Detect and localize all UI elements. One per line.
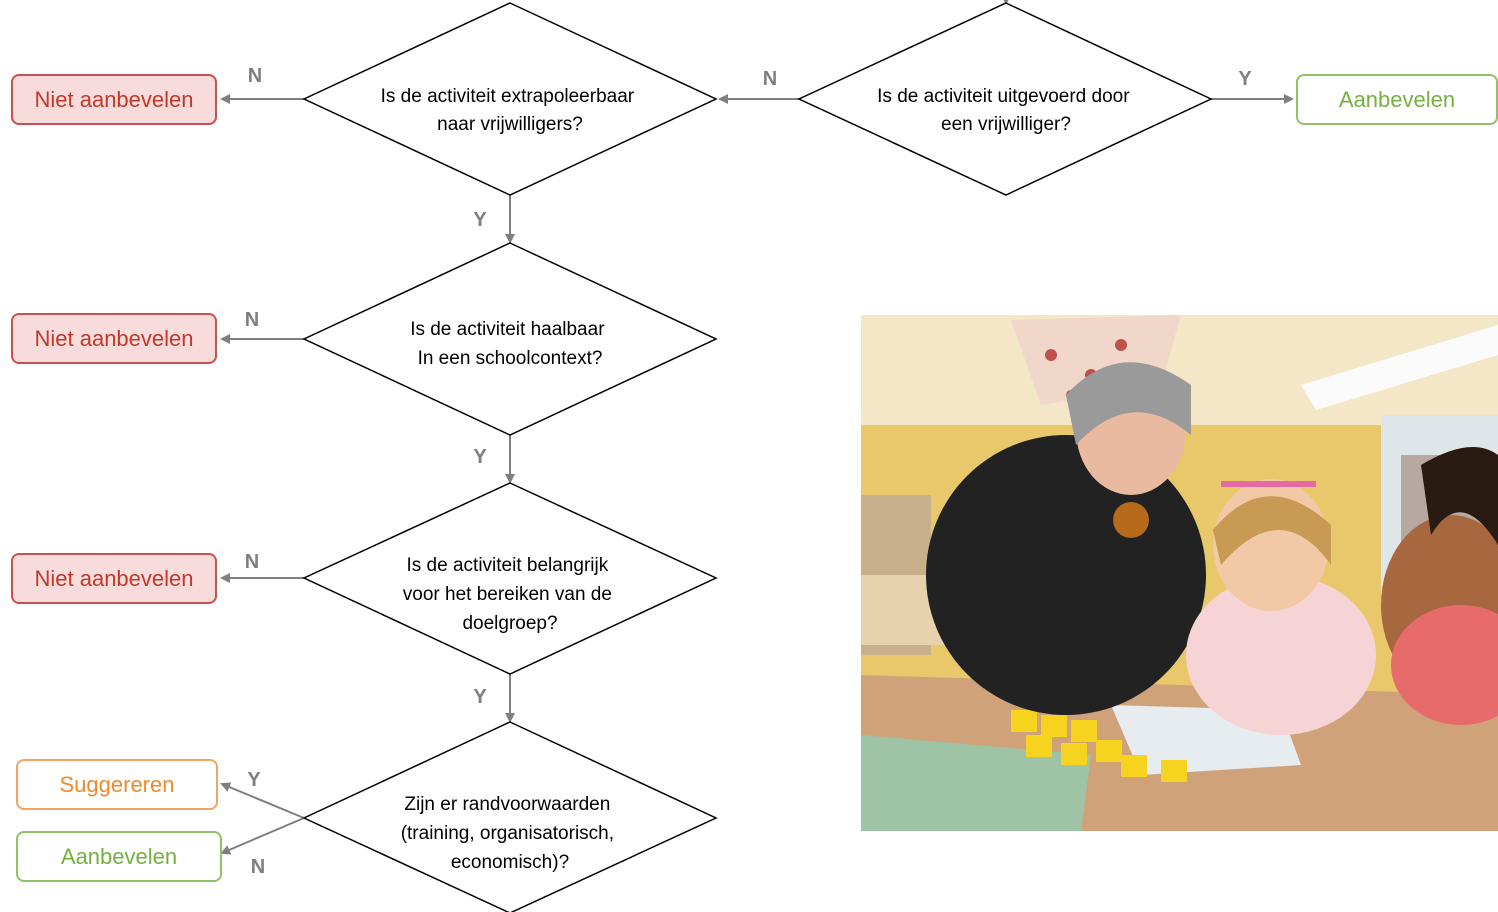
decision-q5 [302, 721, 718, 912]
label-q4-no: N [245, 551, 259, 573]
question-q4: Is de activiteit belangrijk voor het ber… [403, 555, 617, 634]
label-q5-yes: Y [247, 769, 261, 791]
classroom-photo [861, 315, 1498, 831]
outcome-not-recommend-q3: Niet aanbevelen [11, 313, 217, 364]
outcome-not-recommend-q4: Niet aanbevelen [11, 553, 217, 604]
label-q1-no: N [763, 68, 777, 90]
outcome-not-recommend-q2: Niet aanbevelen [11, 74, 217, 125]
decision-q2 [302, 2, 718, 196]
arrow-q5-yes [220, 782, 305, 819]
decision-q1 [797, 2, 1213, 196]
label-q4-yes: Y [473, 686, 487, 708]
decision-q4 [302, 482, 718, 675]
question-q1: Is de activiteit uitgevoerd door een vri… [877, 86, 1135, 135]
question-q2: Is de activiteit extrapoleerbaar naar vr… [381, 86, 640, 135]
label-q3-yes: Y [473, 446, 487, 468]
label-q3-no: N [245, 309, 259, 331]
question-q3: Is de activiteit haalbaar In een schoolc… [410, 319, 610, 369]
outcome-recommend-q5: Aanbevelen [16, 831, 222, 882]
label-q1-yes: Y [1238, 68, 1252, 90]
outcome-recommend-q1: Aanbevelen [1296, 74, 1498, 125]
outcome-suggest-q5: Suggereren [16, 759, 218, 810]
label-q5-no: N [251, 856, 265, 878]
question-q5: Zijn er randvoorwaarden (training, organ… [401, 794, 620, 873]
arrow-q5-no [220, 817, 305, 855]
decision-q3 [302, 242, 718, 436]
label-q2-yes: Y [473, 209, 487, 231]
label-q2-no: N [248, 65, 262, 87]
